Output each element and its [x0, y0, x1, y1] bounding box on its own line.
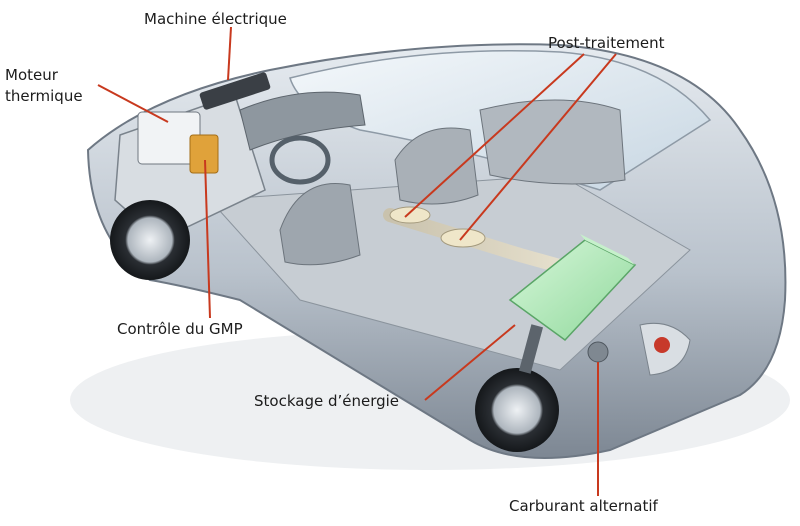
rear-light-red [654, 337, 670, 353]
leader-post-traitement-2 [459, 53, 617, 241]
leader-moteur-thermique [97, 84, 169, 123]
leader-controle-gmp [204, 159, 211, 319]
catalytic-converter [389, 206, 431, 224]
dashboard [239, 91, 366, 151]
leader-lines [97, 26, 617, 496]
steering-wheel [269, 135, 331, 185]
leader-machine-electrique [227, 26, 232, 81]
battery-top [580, 234, 635, 265]
rear-seat [479, 99, 626, 185]
label-controle-gmp: Contrôle du GMP [117, 320, 243, 338]
rear-wheel [475, 368, 559, 452]
label-moteur-thermique-line2: thermique [5, 87, 83, 105]
electric-machine [199, 72, 271, 110]
leader-post-traitement-1 [404, 53, 585, 218]
label-post-traitement: Post-traitement [548, 34, 665, 52]
front-wheel [110, 200, 190, 280]
label-moteur-thermique-line1: Moteur [5, 66, 58, 84]
label-stockage-energie: Stockage d’énergie [254, 392, 400, 410]
leader-stockage-energie [424, 324, 516, 401]
label-machine-electrique: Machine électrique [144, 10, 287, 28]
particle-filter [440, 228, 486, 248]
front-seat-left [279, 183, 361, 266]
fuel-tank-cap [587, 341, 609, 363]
rear-suspension [518, 324, 544, 374]
label-carburant-alternatif: Carburant alternatif [509, 497, 658, 515]
engine-component-orange [189, 134, 219, 174]
